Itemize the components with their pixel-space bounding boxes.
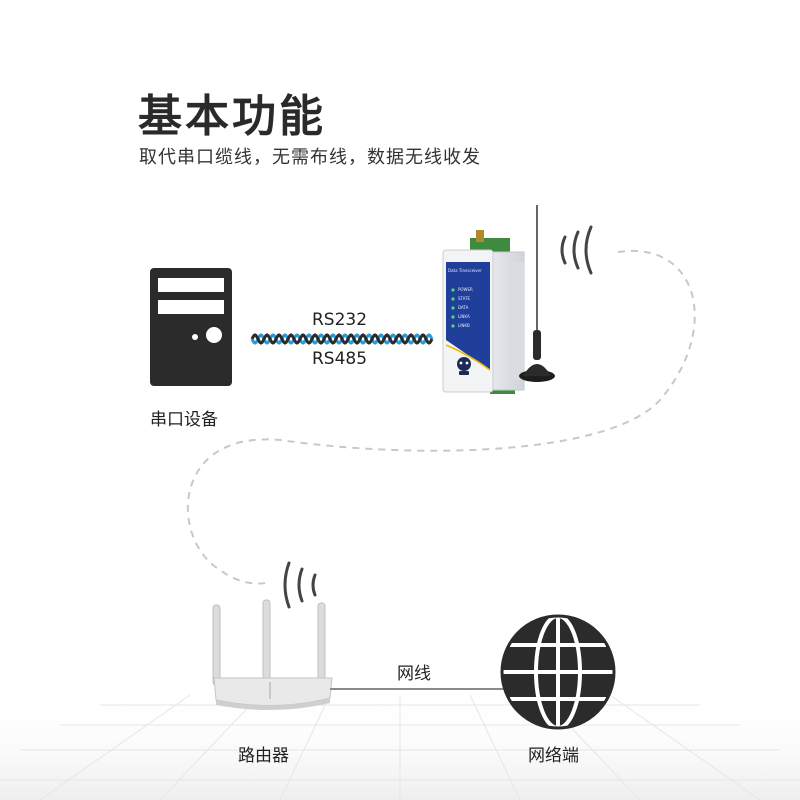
network-label: 网络端 — [528, 746, 579, 766]
serial-device-icon — [150, 268, 232, 386]
rs485-label: RS485 — [312, 349, 368, 369]
led-label-state: STATE — [458, 296, 471, 301]
led-label-linkb: LINKB — [458, 323, 470, 328]
serial-cable — [250, 333, 434, 345]
data-transceiver-device: Data Transceiver POWER STATE DATA LINKA … — [442, 230, 525, 394]
page-subtitle: 取代串口缆线，无需布线，数据无线收发 — [139, 147, 481, 168]
serial-device-label: 串口设备 — [150, 410, 218, 430]
device-brand-text: Data Transceiver — [448, 268, 482, 273]
rs232-label: RS232 — [312, 310, 368, 330]
robot-logo-icon — [457, 357, 471, 375]
globe-icon — [500, 614, 616, 730]
router-label: 路由器 — [238, 746, 289, 766]
router-icon — [212, 599, 333, 711]
signal-waves-icon-router — [283, 561, 317, 609]
indicator-leds: POWER STATE DATA LINKA LINKB — [451, 287, 473, 328]
network-cable-label: 网线 — [397, 664, 431, 684]
led-label-data: DATA — [458, 305, 469, 310]
floor-grid — [0, 690, 800, 800]
led-label-linka: LINKA — [458, 314, 470, 319]
antenna-icon — [519, 205, 555, 382]
page-title: 基本功能 — [138, 91, 326, 142]
wireless-link-device-to-router — [186, 249, 696, 585]
signal-waves-icon-device — [560, 225, 593, 275]
led-label-power: POWER — [458, 287, 473, 292]
